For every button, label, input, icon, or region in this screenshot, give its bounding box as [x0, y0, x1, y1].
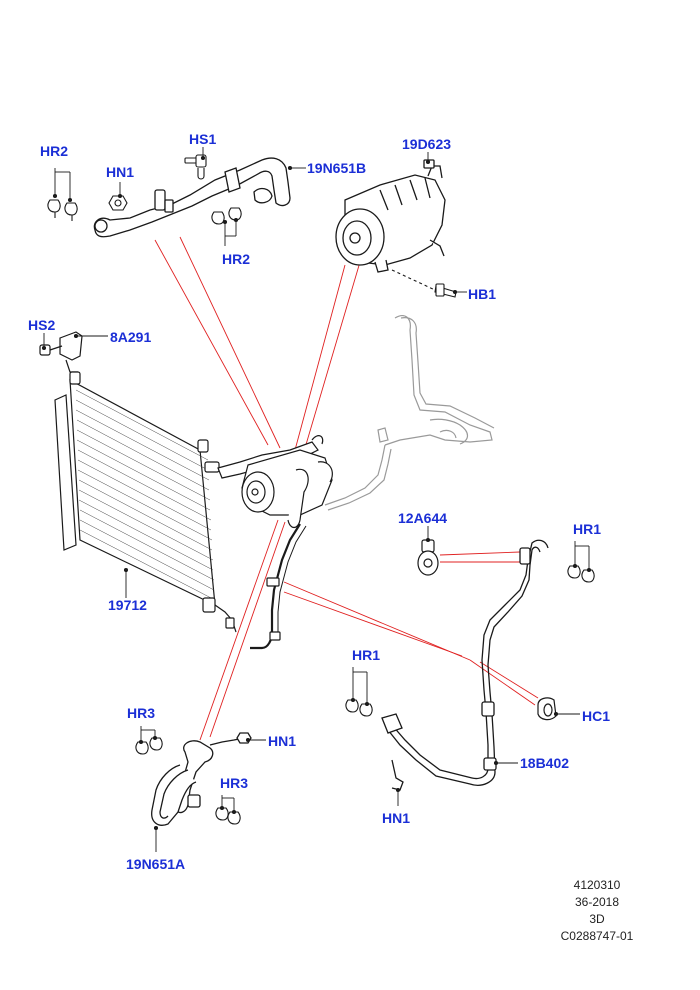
footer-ref-number: 4120310 [573, 878, 621, 892]
clip-hr3-right [216, 808, 240, 824]
footer-date-code: 36-2018 [574, 895, 620, 909]
clip-hr2-middle [212, 208, 241, 224]
pressure-sensor-12a644 [418, 540, 438, 575]
hose-19n651a [152, 732, 252, 825]
condenser-19712 [55, 372, 236, 632]
clip-hr1-right [568, 566, 594, 582]
suction-line-18b402 [382, 540, 548, 790]
callout-19n651a: 19N651A [126, 856, 186, 872]
callout-hr2-mid: HR2 [222, 251, 251, 267]
callout-hr1-mid: HR1 [352, 647, 381, 663]
callout-8a291: 8A291 [110, 329, 152, 345]
callout-19712: 19712 [108, 597, 147, 613]
callout-19n651b: 19N651B [307, 160, 367, 176]
callout-hc1: HC1 [582, 708, 611, 724]
clip-hc1 [538, 698, 556, 720]
footer-view-type: 3D [589, 912, 605, 926]
callout-hs1: HS1 [189, 131, 217, 147]
callout-hb1: HB1 [468, 286, 497, 302]
callout-hr3-right: HR3 [220, 775, 249, 791]
clip-hr2-top [48, 200, 77, 221]
clip-hr1-middle [346, 700, 372, 716]
callout-hn1-lower: HN1 [382, 810, 411, 826]
clip-hr3-left [136, 738, 162, 754]
bolt-hb1 [392, 270, 456, 297]
footer-drawing-id: C0288747-01 [560, 929, 634, 943]
callout-19d623: 19D623 [402, 136, 452, 152]
ghost-pipework [324, 315, 495, 511]
nut-hn1-top [108, 195, 128, 211]
callout-hn1-top: HN1 [106, 164, 135, 180]
callout-18b402: 18B402 [520, 755, 570, 771]
callout-hs2: HS2 [28, 317, 56, 333]
discharge-hose-19n651b [94, 158, 290, 237]
red-leader-lines [154, 236, 539, 741]
callout-12a644: 12A644 [398, 510, 448, 526]
callout-hn1-left: HN1 [268, 733, 297, 749]
callout-hr2-top: HR2 [40, 143, 69, 159]
compressor-19d623 [336, 160, 445, 272]
callout-hr1-right: HR1 [573, 521, 602, 537]
callout-hr3-left: HR3 [127, 705, 156, 721]
compressor-installed-view [218, 436, 332, 648]
callout-leaders [41, 147, 592, 852]
